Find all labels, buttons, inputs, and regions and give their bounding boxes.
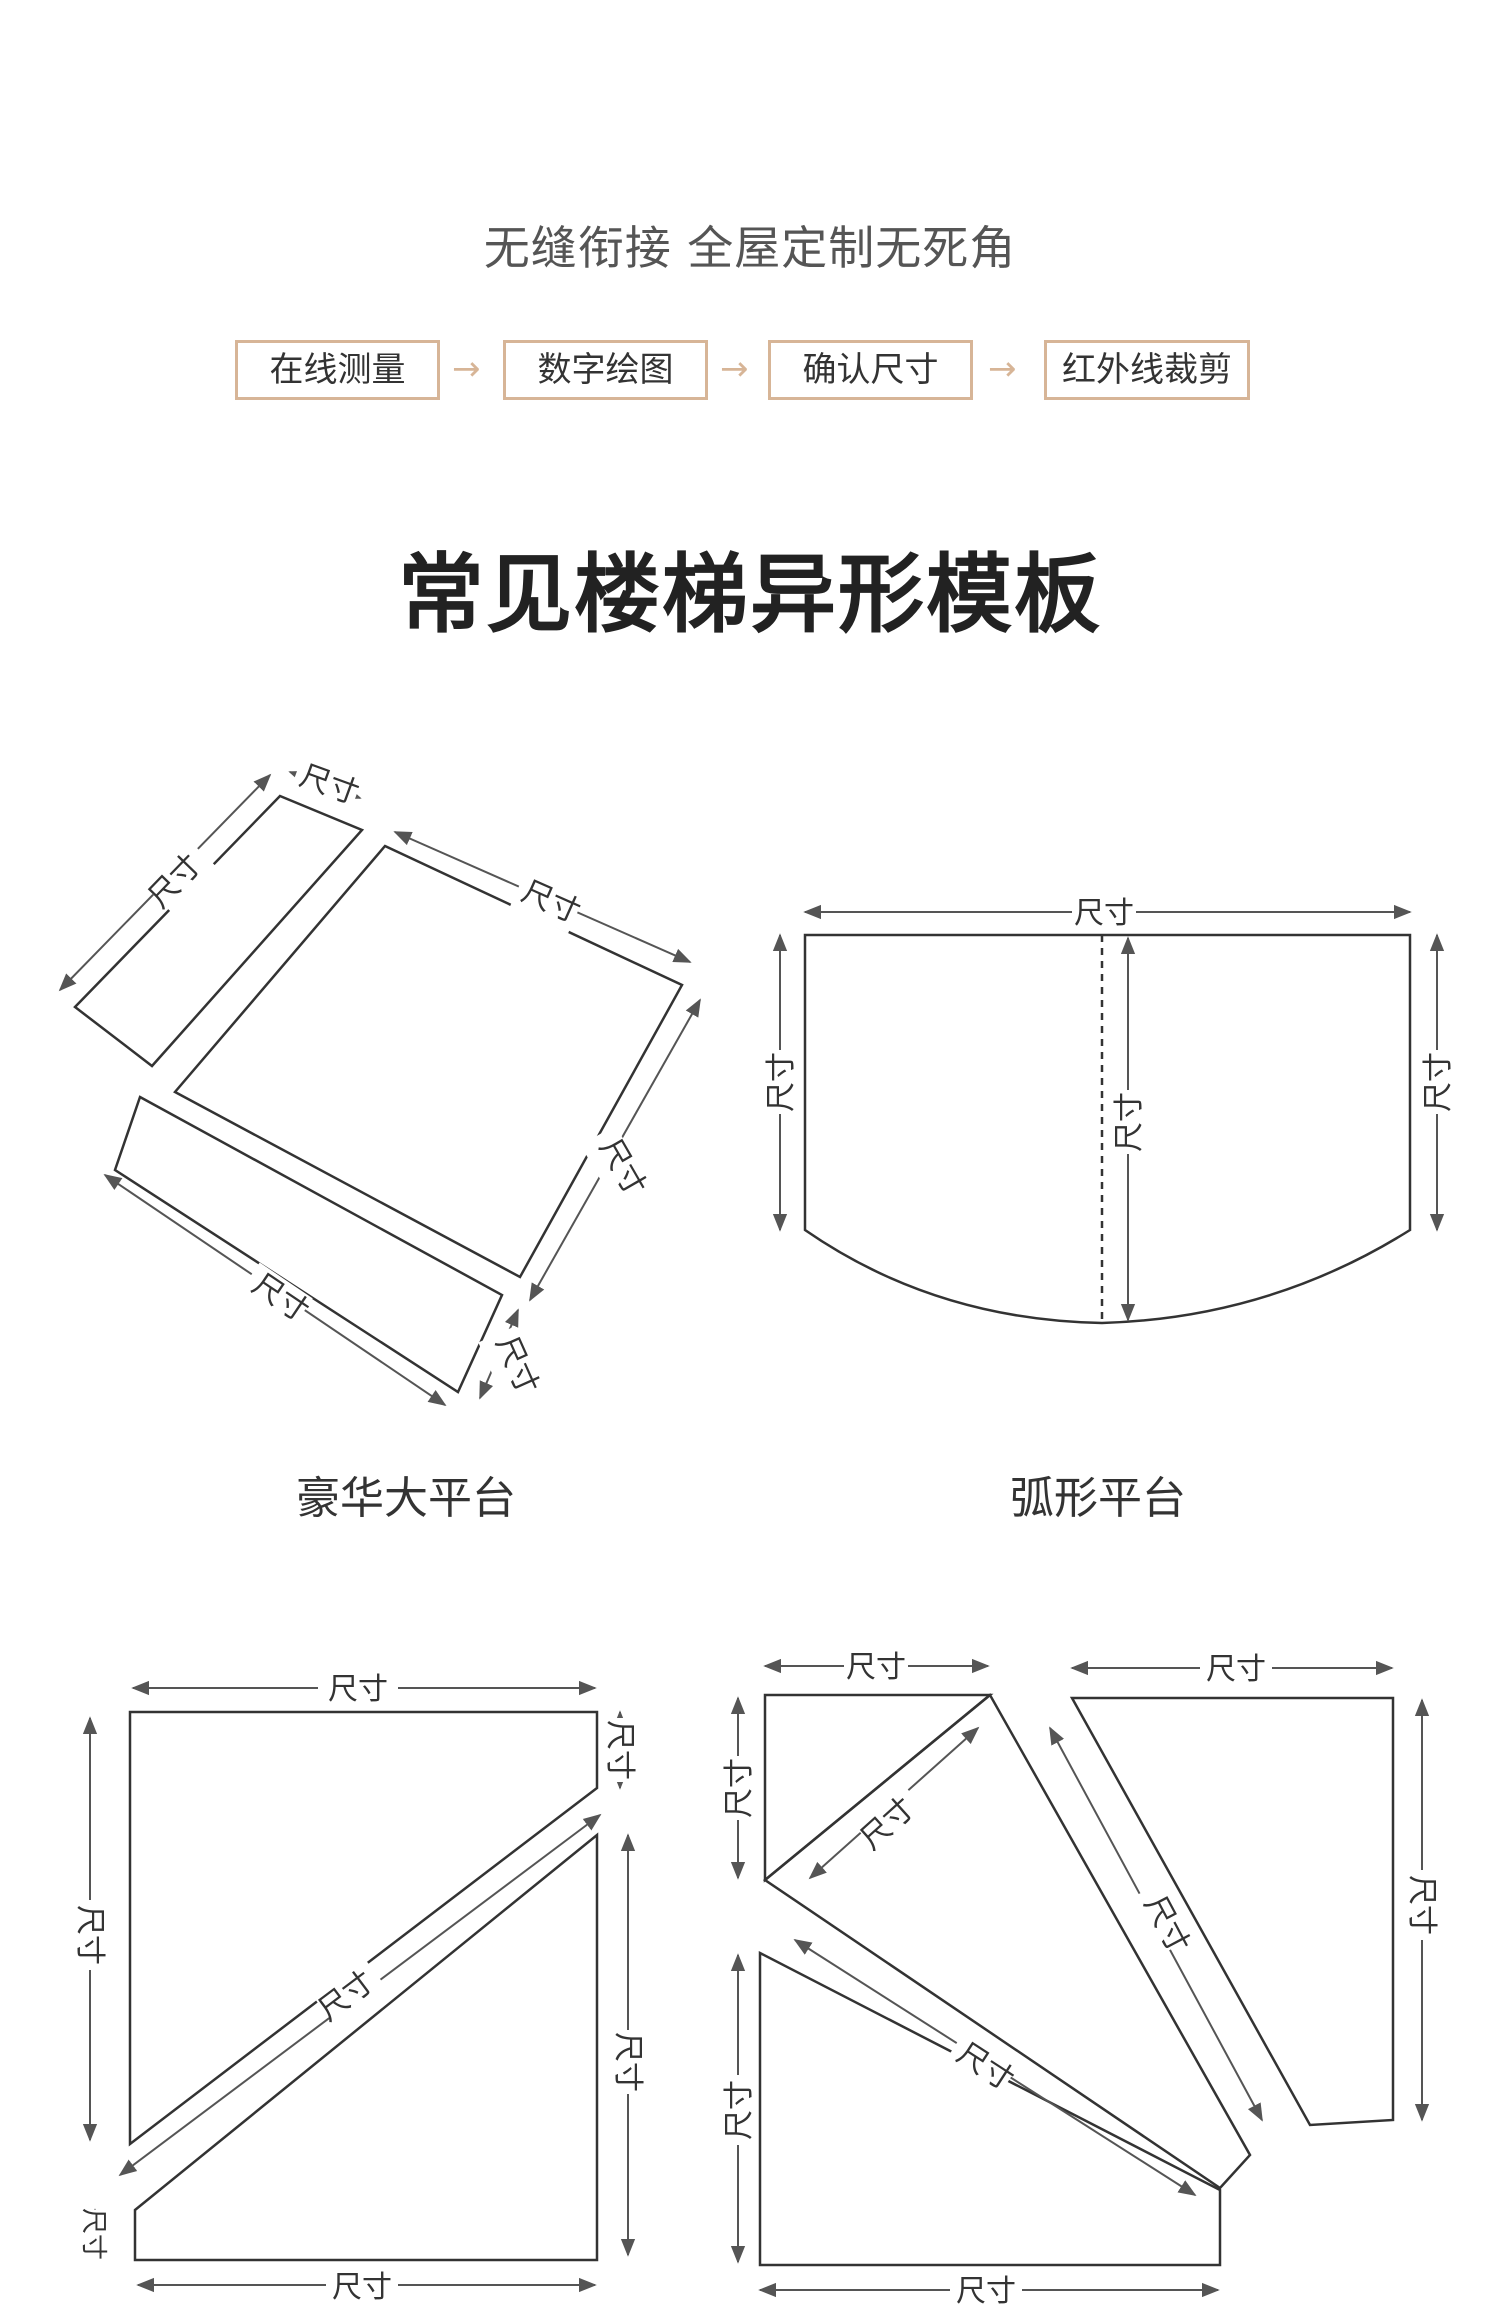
dim-label: 尺寸: [846, 1650, 906, 1685]
dim-label: 尺寸: [956, 2274, 1016, 2309]
dim-label: 尺寸: [610, 2032, 645, 2092]
template2-outline: [803, 933, 1412, 1325]
step-confirm-size: 确认尺寸: [768, 340, 973, 400]
dim-label: 尺寸: [602, 1720, 637, 1780]
step-digital-drawing: 数字绘图: [503, 340, 708, 400]
dim-label: 尺寸: [1404, 1875, 1439, 1935]
caption-arc-platform: 弧形平台: [1010, 1473, 1186, 1524]
template3-top-piece: [128, 1710, 599, 2147]
template4-piece-c: [1069, 1696, 1395, 2127]
page-title: 常见楼梯异形模板: [398, 545, 1102, 645]
dim-label: 尺寸: [78, 2208, 108, 2260]
process-steps: 在线测量 → 数字绘图 → 确认尺寸 → 红外线裁剪: [0, 340, 1500, 404]
dim-label: 尺寸: [1112, 1092, 1147, 1152]
dim-label: 尺寸: [1074, 896, 1134, 931]
arrow-icon: →: [452, 349, 481, 389]
dim-label: 尺寸: [72, 1905, 107, 1965]
dim-label: 尺寸: [1206, 1652, 1266, 1687]
caption-luxury-platform: 豪华大平台: [296, 1473, 516, 1524]
dim-label: 尺寸: [722, 2080, 757, 2140]
dim-label: 尺寸: [722, 1758, 757, 1818]
step-online-measure: 在线测量: [235, 340, 440, 400]
template3-bottom-piece: [133, 1832, 599, 2262]
dim-label: 尺寸: [332, 2270, 392, 2305]
step-infrared-cutting: 红外线裁剪: [1044, 340, 1250, 400]
dim-label: 尺寸: [764, 1052, 799, 1112]
dim-label: 尺寸: [1421, 1052, 1456, 1112]
template1-piece-square: [173, 844, 684, 1279]
dim-label: 尺寸: [328, 1672, 388, 1707]
arrow-icon: →: [988, 349, 1017, 389]
template1-piece-bottom: [113, 1095, 504, 1394]
template4-piece-d: [758, 1950, 1222, 2267]
arrow-icon: →: [720, 349, 749, 389]
subtitle: 无缝衔接 全屋定制无死角: [483, 221, 1017, 275]
